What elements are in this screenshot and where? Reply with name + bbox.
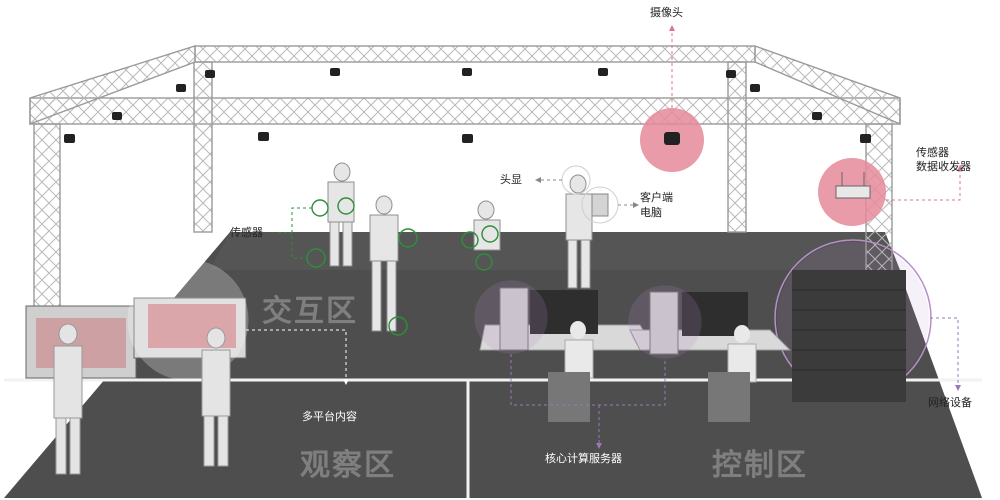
sensor-label: 传感器 (230, 226, 263, 239)
sensor-ring (481, 225, 499, 243)
client-pc-backpack (591, 193, 609, 217)
camera-icon (462, 134, 473, 143)
camera-icon (812, 112, 822, 120)
camera-group (64, 68, 871, 143)
sensor-rings (306, 197, 499, 336)
server-highlight (628, 285, 702, 359)
zone-control: 控制区 (712, 448, 808, 483)
transceiver-icon (835, 185, 871, 199)
camera-icon (750, 84, 760, 92)
zone-interaction: 交互区 (262, 294, 358, 329)
server-arrow (510, 354, 666, 445)
core-server-label: 核心计算服务器 (545, 452, 622, 465)
camera-icon (64, 134, 75, 143)
camera-icon (258, 132, 269, 141)
sensor-ring (311, 199, 329, 217)
multi-platform-arrow (246, 329, 349, 385)
camera-icon (860, 134, 871, 143)
camera-icon (205, 70, 215, 78)
sensor-ring (337, 197, 355, 215)
headset-label: 头显 (500, 173, 522, 186)
zone-observation: 观察区 (300, 448, 396, 483)
camera-icon (330, 68, 340, 76)
control-station (474, 280, 792, 422)
transceiver-label-line1: 传感器 (916, 146, 949, 159)
transceiver-arrow (886, 165, 963, 201)
client-pc-label-line2: 电脑 (640, 206, 662, 219)
multi-platform-label: 多平台内容 (302, 410, 357, 423)
network-arrow (930, 317, 961, 391)
camera-icon (598, 68, 608, 76)
camera-label: 摄像头 (650, 6, 683, 19)
sensor-ring (398, 228, 418, 248)
camera-icon (462, 68, 472, 76)
camera-icon (176, 84, 186, 92)
client-pc-label-line1: 客户端 (640, 191, 673, 204)
camera-icon (726, 70, 736, 78)
network-rack (792, 270, 906, 402)
observers (53, 323, 231, 475)
camera-icon (664, 132, 680, 145)
server-highlight (474, 280, 548, 354)
sensor-ring (461, 231, 479, 249)
transceiver-label-line2: 数据收发器 (916, 160, 971, 173)
sensor-ring (388, 316, 408, 336)
camera-icon (112, 112, 122, 120)
sensor-ring (475, 253, 493, 271)
sensor-connector (278, 207, 312, 259)
truss-frame (29, 45, 901, 311)
performers (327, 162, 593, 332)
network-label: 网络设备 (928, 396, 972, 409)
